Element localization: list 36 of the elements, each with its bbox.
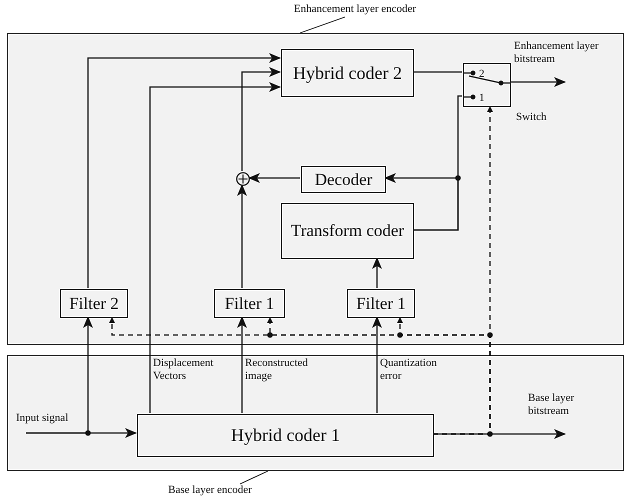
process-box: Filter 1: [347, 289, 415, 318]
encoder-panel: [7, 33, 624, 345]
panel-title: Enhancement layer encoder: [250, 3, 460, 17]
connector-line: [413, 71, 462, 73]
arrow: [237, 316, 247, 413]
arrow: [241, 67, 281, 171]
edge-label: Reconstructed image: [245, 357, 309, 383]
process-box: Filter 2: [60, 289, 128, 318]
arrow: [237, 184, 247, 288]
leader-line: [240, 470, 268, 484]
arrow: [510, 77, 566, 87]
signal-label: Input signal: [16, 413, 68, 424]
process-box: Hybrid coder 2: [281, 49, 414, 97]
edge-label: Base layer bitstream: [528, 392, 576, 418]
adder-circle: [236, 172, 250, 186]
arrow: [372, 257, 382, 288]
edge-label: Displacement Vectors: [153, 357, 214, 383]
encoder-panel: [7, 355, 624, 471]
process-box: Decoder: [301, 166, 386, 193]
switch-label: Switch: [516, 112, 547, 123]
process-box: Hybrid coder 1: [137, 414, 434, 457]
contact-number: 1: [479, 93, 484, 104]
panel-title: Base layer encoder: [135, 484, 285, 498]
arrow: [26, 428, 137, 438]
arrow: [149, 82, 281, 413]
process-box: Filter 1: [214, 289, 285, 318]
leader-line: [300, 16, 346, 34]
arrow: [384, 173, 459, 231]
arrow: [87, 53, 281, 288]
dashed-arrow: [109, 317, 491, 435]
edge-label: Quantization error: [380, 357, 438, 383]
process-box: Transform coder: [281, 203, 414, 259]
arrow: [372, 316, 382, 413]
contact-number: 2: [479, 69, 484, 80]
edge-label: Enhancement layer bitstream: [514, 40, 600, 66]
arrow: [248, 173, 300, 183]
